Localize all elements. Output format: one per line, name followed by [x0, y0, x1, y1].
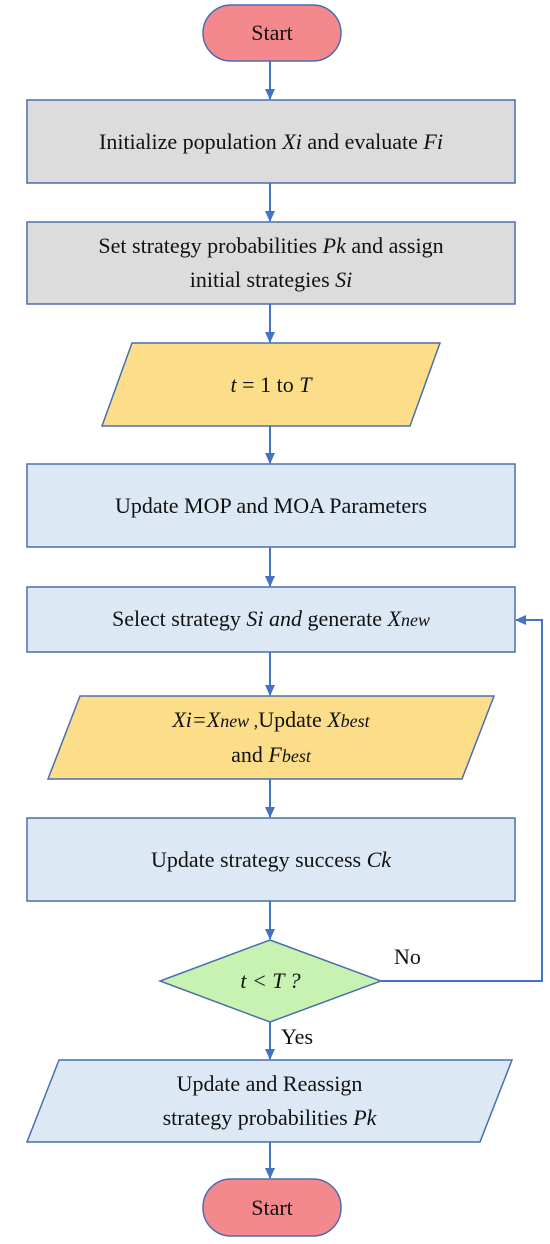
- init-process-box: [26, 99, 516, 184]
- assign-eq: =: [191, 706, 207, 732]
- loop-io-box: [100, 342, 442, 427]
- decision-label: t < T ?: [240, 968, 301, 993]
- assign-var-fbest-sub: best: [281, 745, 311, 766]
- start-bottom-terminal: [202, 1178, 342, 1237]
- update-params-process-box: [26, 463, 516, 548]
- update-success-label: Update strategy success Ck: [27, 818, 515, 901]
- init-text-mid: and evaluate: [301, 128, 424, 154]
- assign-text-line2: and: [231, 741, 269, 767]
- loop-text: = 1 to: [236, 371, 300, 397]
- assign-var-xbest: X: [327, 706, 341, 732]
- set-strategy-label: Set strategy probabilities Pk and assign…: [27, 222, 515, 304]
- set-strategy-text-line2: initial strategies: [189, 267, 336, 292]
- reassign-io-box: [25, 1059, 514, 1143]
- select-var-x: X: [387, 606, 401, 631]
- init-var-xi: Xi: [282, 128, 302, 154]
- init-label: Initialize population Xi and evaluate Fi: [27, 100, 515, 183]
- set-strategy-text-end: and assign: [345, 233, 444, 258]
- reassign-label: Update and Reassign strategy probabiliti…: [27, 1060, 512, 1142]
- loop-label: t = 1 to T: [102, 343, 440, 426]
- select-var-x-sub: new: [400, 610, 430, 630]
- start-top-label: Start: [251, 20, 293, 45]
- reassign-text-line2: strategy probabilities: [162, 1105, 354, 1130]
- assign-var-xi: Xi: [172, 706, 192, 732]
- update-success-process-box: [26, 817, 516, 902]
- assign-io-box: [46, 695, 496, 780]
- assign-var-x-sub: new ,: [220, 710, 259, 731]
- assign-var-fbest: F: [268, 741, 282, 767]
- set-strategy-var-pk: Pk: [322, 233, 346, 258]
- edge-label-yes: Yes: [281, 1024, 314, 1049]
- start-top-terminal: [202, 4, 342, 62]
- update-success-text: Update strategy success: [150, 846, 367, 872]
- update-success-var-ck: Ck: [366, 846, 392, 872]
- set-strategy-process-box: [26, 221, 516, 305]
- set-strategy-text: Set strategy probabilities: [98, 233, 323, 258]
- select-var-si: Si and: [246, 606, 303, 631]
- update-params-label: Update MOP and MOA Parameters: [114, 492, 428, 518]
- select-text-mid: generate: [302, 606, 388, 631]
- loop-var-t: t: [230, 371, 237, 397]
- arrow-decision-no-loop-back: [381, 615, 543, 982]
- assign-var-xbest-sub: best: [340, 710, 370, 731]
- init-var-fi: Fi: [423, 128, 443, 154]
- loop-var-T: T: [299, 371, 312, 397]
- reassign-var-pk: Pk: [353, 1105, 377, 1130]
- init-text: Initialize population: [99, 128, 283, 154]
- assign-text: Update: [258, 706, 328, 732]
- set-strategy-var-si: Si: [335, 267, 353, 292]
- reassign-text: Update and Reassign: [176, 1071, 363, 1096]
- assign-label: Xi=Xnew ,Update Xbest and Fbest: [48, 696, 494, 779]
- assign-var-x: X: [206, 706, 221, 732]
- start-bottom-label: Start: [251, 1194, 293, 1220]
- select-strategy-label: Select strategy Si and generate Xnew: [27, 587, 515, 652]
- edge-label-no: No: [394, 944, 421, 969]
- select-text: Select strategy: [112, 606, 247, 631]
